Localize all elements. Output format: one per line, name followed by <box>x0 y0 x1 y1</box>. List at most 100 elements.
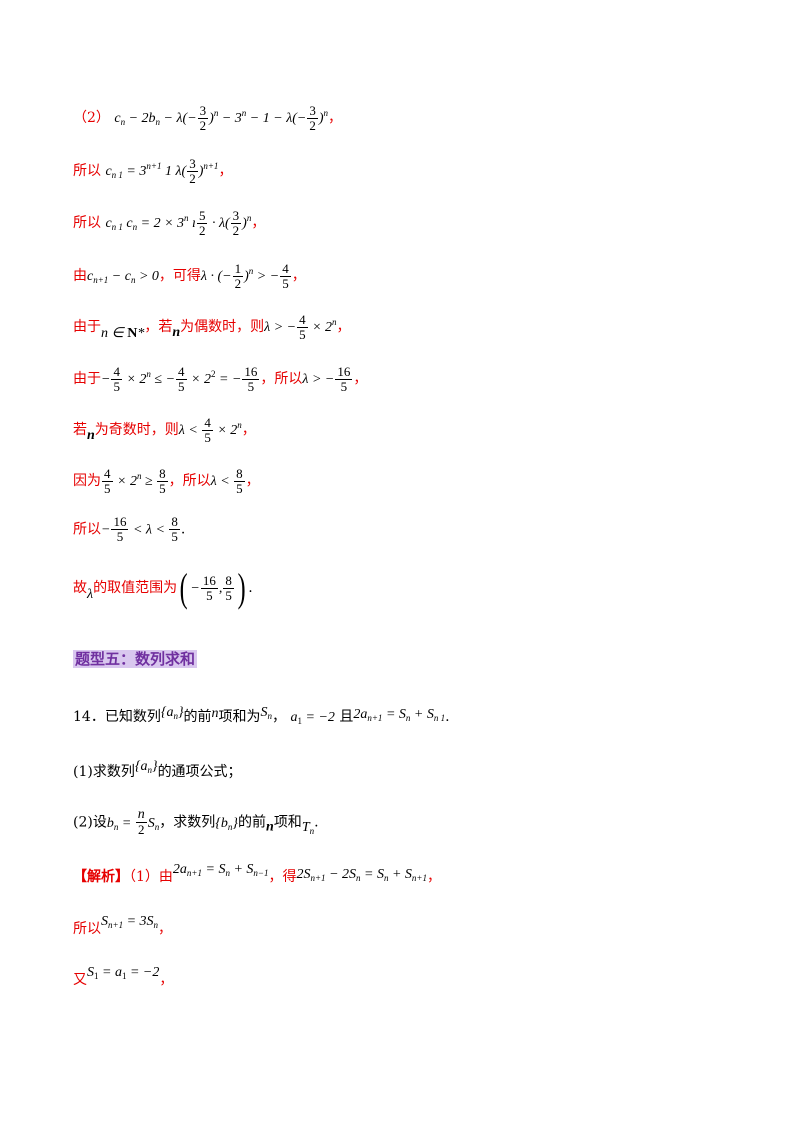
text: ，求数列 <box>159 814 216 831</box>
text: 由于 <box>73 371 101 387</box>
punct: ， <box>353 371 368 387</box>
punct: ， <box>159 972 174 988</box>
text: 为偶数时，则 <box>180 319 265 335</box>
expr-close-b: )n <box>318 108 329 126</box>
text: 的通项公式； <box>157 764 242 780</box>
expr-lambda-range: < λ < <box>129 522 169 538</box>
minus: − <box>190 581 200 596</box>
expr-lambda: λ · (− <box>200 269 232 284</box>
expr-a1: a1 = −2 <box>290 710 335 726</box>
expr-2n: × 2n ≤ − <box>122 369 176 387</box>
expr-c-n: cn <box>114 111 126 127</box>
text: ，所以 <box>168 473 211 489</box>
expr-lambda-open: · λ( <box>208 216 230 231</box>
expr-2n: × 2n <box>308 317 337 335</box>
expr-2n: × 2n ≥ <box>113 471 157 489</box>
text: 所以 <box>73 921 101 937</box>
expr-S-ratio: Sn+1 = 3Sn <box>101 914 159 930</box>
expr-close: )n > − <box>244 266 280 284</box>
text: 由 <box>73 268 87 284</box>
var-n: n <box>87 428 95 443</box>
text: 若 <box>73 422 87 438</box>
text: 项和 <box>273 814 302 831</box>
text: 为奇数时，则 <box>94 422 179 438</box>
close-paren: ) <box>237 565 246 610</box>
var-S-n: Sn <box>147 815 160 832</box>
expr-minus-lambda: − 1 − λ(− <box>246 111 307 126</box>
solution-14-line-3: 又S1 = a1 = −2， <box>73 963 173 990</box>
punct: . <box>314 814 319 831</box>
text: 因为 <box>73 473 101 489</box>
expr-eq-3: = 3n+1 <box>122 161 162 179</box>
comma: , <box>218 581 223 596</box>
expr-lambda-gt: λ > − <box>302 372 335 387</box>
expr-n-in-N: n ∈ N* <box>101 326 145 341</box>
expr-2x3n: = 2 × 3n ı <box>137 213 196 231</box>
expr-3n: − 3n <box>218 108 247 126</box>
text: 且 <box>339 709 354 725</box>
var-lambda: λ <box>87 587 94 602</box>
punct: ， <box>336 319 351 335</box>
minus: − <box>101 372 111 387</box>
expr-2n: × 2n <box>213 420 242 438</box>
section-title-text: 题型五：数列求和 <box>73 650 198 668</box>
text: ，所以 <box>260 371 303 387</box>
seq-b-n: {bn} <box>215 815 239 832</box>
text: 由于 <box>73 319 101 335</box>
var-n: n <box>172 325 181 340</box>
var-n: n <box>211 706 219 721</box>
expr-close: )n+1 <box>198 161 219 179</box>
punct: ， <box>251 215 266 231</box>
expr-c-n1: cn 1 <box>105 164 123 180</box>
expr-b-n: bn = <box>106 815 135 832</box>
text: 所以 <box>73 521 101 538</box>
punct: . <box>445 709 450 725</box>
solution-14-line-1: 【解析】（1）由2an+1 = Sn + Sn−1，得2Sn+1 − 2Sn =… <box>73 860 441 888</box>
problem-14-statement: 14．已知数列{an}的前n项和为Sn， a1 = −2 且2an+1 = Sn… <box>73 703 450 731</box>
solution-label: 【解析】 <box>73 869 129 885</box>
expr-diff: cn+1 − cn > 0 <box>87 269 159 285</box>
seq-a-n: {an} <box>160 705 184 721</box>
punct: ， <box>291 268 306 284</box>
text: （1）由 <box>129 869 173 885</box>
text: 故 <box>73 580 87 596</box>
punct: ， <box>328 110 343 126</box>
text: (2)设 <box>73 814 107 831</box>
minus: − <box>101 522 111 538</box>
expr-S1: S1 = a1 = −2 <box>87 965 160 981</box>
text: 项和为 <box>218 709 261 725</box>
text: ，可得 <box>158 268 201 284</box>
punct: ， <box>272 709 287 725</box>
punct: ， <box>241 422 256 438</box>
punct: ， <box>245 473 260 489</box>
expr-2-2: × 22 = − <box>187 369 242 387</box>
text: 又 <box>73 972 87 988</box>
text: 的前 <box>183 709 212 725</box>
expr-lambda-gt: λ > − <box>264 320 297 335</box>
text: (1)求数列 <box>73 764 135 780</box>
